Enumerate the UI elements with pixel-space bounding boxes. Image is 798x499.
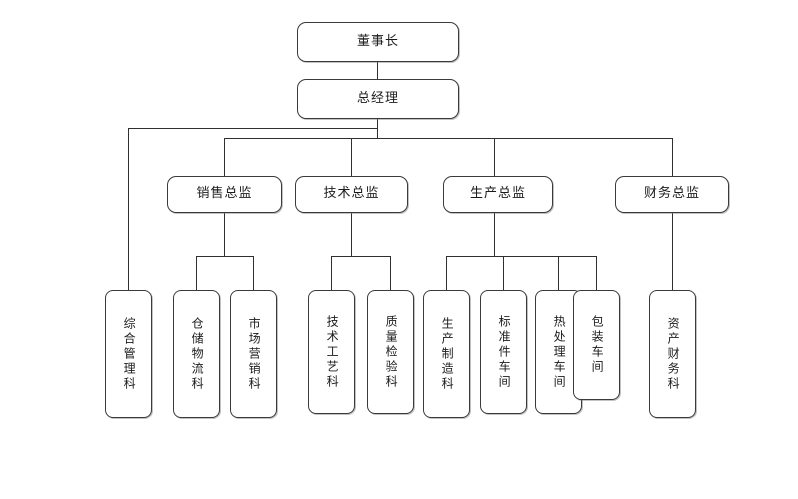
node-warehouse-logistics-label: 仓储物流科 <box>190 316 205 392</box>
node-tech-process-label: 技术工艺科 <box>325 314 340 390</box>
connector-gm-to-sales-director <box>224 138 225 176</box>
connector-gm-to-production-director <box>494 138 495 176</box>
node-finance-director[interactable]: 财务总监 <box>615 176 729 213</box>
connector-production-stem <box>494 212 495 256</box>
node-standard-parts-workshop-label: 标准件车间 <box>497 314 512 390</box>
connector-gm-to-general-admin <box>128 128 129 290</box>
node-finance-director-label: 财务总监 <box>643 186 700 202</box>
node-tech-director-label: 技术总监 <box>323 186 380 202</box>
node-tech-director[interactable]: 技术总监 <box>295 176 408 213</box>
connector-sales-stem <box>224 212 225 256</box>
connector-gm-to-tech-director <box>351 138 352 176</box>
node-general-manager-label: 总经理 <box>356 90 399 106</box>
connector-production-to-packaging <box>596 256 597 290</box>
connector-gm-bus-lower <box>224 138 673 139</box>
connector-production-bus <box>446 256 596 257</box>
connector-gm-bus-upper <box>128 128 378 129</box>
connector-production-to-heat-treatment <box>558 256 559 290</box>
connector-production-to-manufacturing <box>446 256 447 290</box>
node-asset-finance-label: 资产财务科 <box>666 316 681 392</box>
connector-finance-to-asset-finance <box>672 212 673 290</box>
connector-chairman-to-gm <box>377 61 378 81</box>
node-packaging-workshop-label: 包装车间 <box>590 315 605 375</box>
connector-sales-to-marketing <box>253 256 254 290</box>
node-marketing[interactable]: 市场营销科 <box>230 290 277 418</box>
connector-sales-bus <box>196 256 253 257</box>
connector-sales-to-warehouse <box>196 256 197 290</box>
node-quality-inspection-label: 质量检验科 <box>384 314 399 390</box>
node-standard-parts-workshop[interactable]: 标准件车间 <box>480 290 527 414</box>
node-sales-director[interactable]: 销售总监 <box>167 176 282 213</box>
node-heat-treatment-workshop-label: 热处理车间 <box>552 314 567 390</box>
node-warehouse-logistics[interactable]: 仓储物流科 <box>173 290 220 418</box>
node-production-director[interactable]: 生产总监 <box>443 176 553 213</box>
node-asset-finance[interactable]: 资产财务科 <box>649 290 696 418</box>
node-chairman-label: 董事长 <box>356 33 399 49</box>
node-quality-inspection[interactable]: 质量检验科 <box>367 290 414 414</box>
connector-tech-to-tech-process <box>331 256 332 290</box>
connector-production-to-standard-parts <box>503 256 504 290</box>
node-production-manufacturing[interactable]: 生产制造科 <box>423 290 470 418</box>
node-production-manufacturing-label: 生产制造科 <box>440 316 455 392</box>
node-chairman[interactable]: 董事长 <box>297 22 459 62</box>
connector-tech-to-quality <box>390 256 391 290</box>
node-sales-director-label: 销售总监 <box>196 186 253 202</box>
node-general-manager[interactable]: 总经理 <box>297 79 459 119</box>
connector-gm-to-finance-director <box>672 138 673 176</box>
node-tech-process[interactable]: 技术工艺科 <box>308 290 355 414</box>
connector-tech-stem <box>351 212 352 256</box>
node-marketing-label: 市场营销科 <box>247 316 262 392</box>
node-general-admin-label: 综合管理科 <box>122 316 137 392</box>
node-production-director-label: 生产总监 <box>469 186 526 202</box>
node-packaging-workshop[interactable]: 包装车间 <box>573 290 620 400</box>
node-general-admin[interactable]: 综合管理科 <box>105 290 152 418</box>
connector-tech-bus <box>331 256 390 257</box>
